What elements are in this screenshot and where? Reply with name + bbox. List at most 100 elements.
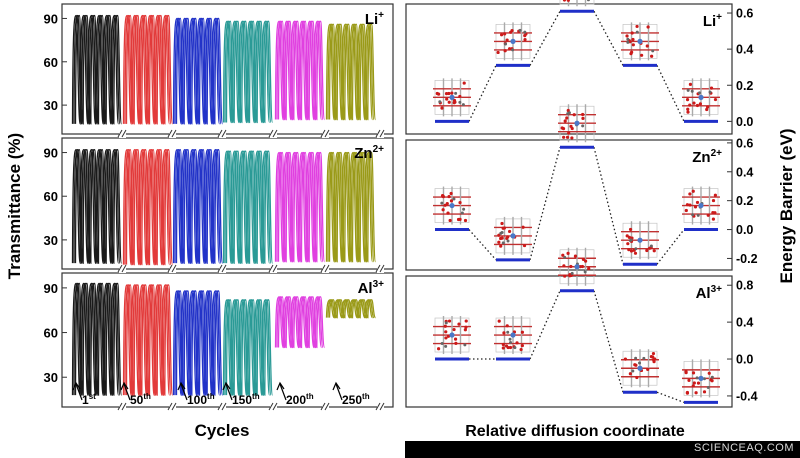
axis-break-mark bbox=[217, 402, 223, 411]
right-y-tick-label: 0.2 bbox=[736, 194, 753, 208]
axis-break-gap bbox=[119, 265, 126, 273]
axis-break-mark bbox=[268, 129, 274, 138]
diffusing-ion bbox=[698, 94, 704, 100]
axis-break-mark bbox=[117, 264, 123, 273]
axis-break-mark bbox=[221, 402, 227, 411]
cycle-number-label: 1st bbox=[82, 392, 96, 407]
crystal-structure bbox=[433, 186, 471, 225]
cycle-curve bbox=[125, 14, 174, 125]
crystal-structure bbox=[558, 247, 596, 286]
cycle-curve bbox=[172, 290, 221, 396]
axis-break-mark bbox=[217, 264, 223, 273]
cycle-arrow-head bbox=[276, 381, 285, 391]
cycle-curve bbox=[71, 14, 120, 125]
axis-break-gap bbox=[119, 403, 126, 411]
cycle-series-200th bbox=[274, 296, 326, 349]
diffusing-ion bbox=[574, 264, 580, 270]
left-y-tick-label: 90 bbox=[44, 146, 58, 161]
axis-break-mark bbox=[320, 402, 326, 411]
ion-label: Zn2+ bbox=[692, 148, 722, 166]
cycle-curve bbox=[327, 151, 375, 263]
cycle-series-250th bbox=[325, 23, 377, 121]
crystal-structure bbox=[433, 316, 471, 355]
axis-break-gap bbox=[119, 130, 126, 138]
cycle-series-150th bbox=[222, 299, 274, 396]
axis-break-gap bbox=[377, 265, 384, 273]
crystal-structure bbox=[494, 316, 532, 355]
right-y-axis-label: Energy Barrier (eV) bbox=[777, 129, 796, 284]
ion-label: Al3+ bbox=[696, 284, 723, 302]
cycle-curve bbox=[222, 299, 271, 396]
cycle-curve bbox=[125, 148, 174, 266]
diffusing-ion bbox=[637, 38, 643, 44]
cycle-series-200th bbox=[274, 151, 326, 263]
axis-break-gap bbox=[322, 130, 329, 138]
energy-path-connector bbox=[593, 147, 624, 265]
axis-break-mark bbox=[324, 264, 330, 273]
axis-break-mark bbox=[379, 402, 385, 411]
cycle-curve bbox=[274, 20, 323, 121]
cycle-curve bbox=[175, 290, 224, 396]
cycle-curve bbox=[325, 151, 374, 263]
axis-break-mark bbox=[268, 264, 274, 273]
right-y-tick-label: 0.8 bbox=[736, 279, 753, 293]
cycle-curve bbox=[225, 150, 274, 264]
crystal-structure bbox=[433, 78, 471, 117]
diffusing-ion bbox=[510, 233, 516, 239]
axis-break-mark bbox=[221, 129, 227, 138]
cycle-curve bbox=[74, 282, 123, 396]
axis-break-gap bbox=[219, 130, 226, 138]
cycle-curve bbox=[274, 296, 323, 349]
cycle-series-1st bbox=[71, 148, 123, 264]
axis-break-gap bbox=[270, 265, 277, 273]
cycle-curve bbox=[274, 151, 323, 263]
ion-label: Al3+ bbox=[358, 279, 385, 297]
cycle-curve bbox=[277, 151, 326, 263]
axis-break-mark bbox=[167, 129, 173, 138]
ion-label: Zn2+ bbox=[354, 144, 384, 162]
cycle-series-100th bbox=[172, 148, 224, 264]
axis-break-gap bbox=[219, 403, 226, 411]
cycle-curve bbox=[174, 148, 222, 264]
axis-break-mark bbox=[324, 129, 330, 138]
axis-break-mark bbox=[117, 129, 123, 138]
energy-path-connector bbox=[656, 65, 685, 122]
axis-break-mark bbox=[272, 402, 278, 411]
cycle-curve bbox=[73, 282, 121, 396]
energy-path-connector bbox=[529, 10, 561, 66]
crystal-structure bbox=[494, 216, 532, 255]
cycle-curve bbox=[124, 148, 172, 266]
left-y-tick-label: 60 bbox=[44, 55, 58, 70]
energy-path-connector bbox=[593, 10, 624, 66]
energy-path-connector bbox=[656, 229, 685, 265]
cycle-curve bbox=[328, 23, 377, 121]
cycle-arrow-head bbox=[177, 381, 186, 391]
energy-path-connector bbox=[593, 290, 624, 393]
right-y-tick-label: 0.6 bbox=[736, 7, 753, 21]
left-y-tick-label: 30 bbox=[44, 370, 58, 385]
diffusing-ion bbox=[510, 38, 516, 44]
cycle-series-150th bbox=[222, 150, 274, 264]
cycle-series-50th bbox=[122, 284, 174, 396]
axis-break-mark bbox=[171, 129, 177, 138]
energy-path-connector bbox=[529, 147, 561, 261]
cycle-series-50th bbox=[122, 148, 174, 266]
crystal-structure bbox=[494, 22, 532, 61]
cycle-curve bbox=[277, 296, 326, 349]
cycle-arrow bbox=[123, 383, 131, 401]
axis-break-gap bbox=[270, 403, 277, 411]
cycle-curve bbox=[122, 148, 171, 266]
cycle-arrow-head bbox=[332, 381, 341, 391]
cycle-series-250th bbox=[325, 151, 377, 263]
axis-break-mark bbox=[320, 129, 326, 138]
axis-break-mark bbox=[121, 402, 127, 411]
axis-break-mark bbox=[121, 264, 127, 273]
axis-break-mark bbox=[167, 402, 173, 411]
axis-break-mark bbox=[272, 129, 278, 138]
left-y-tick-label: 60 bbox=[44, 326, 58, 341]
cycle-arrow bbox=[180, 383, 188, 401]
cycle-number-label: 100th bbox=[187, 392, 215, 407]
crystal-structure bbox=[621, 22, 659, 61]
axis-break-mark bbox=[320, 264, 326, 273]
cycle-curve bbox=[124, 14, 172, 125]
